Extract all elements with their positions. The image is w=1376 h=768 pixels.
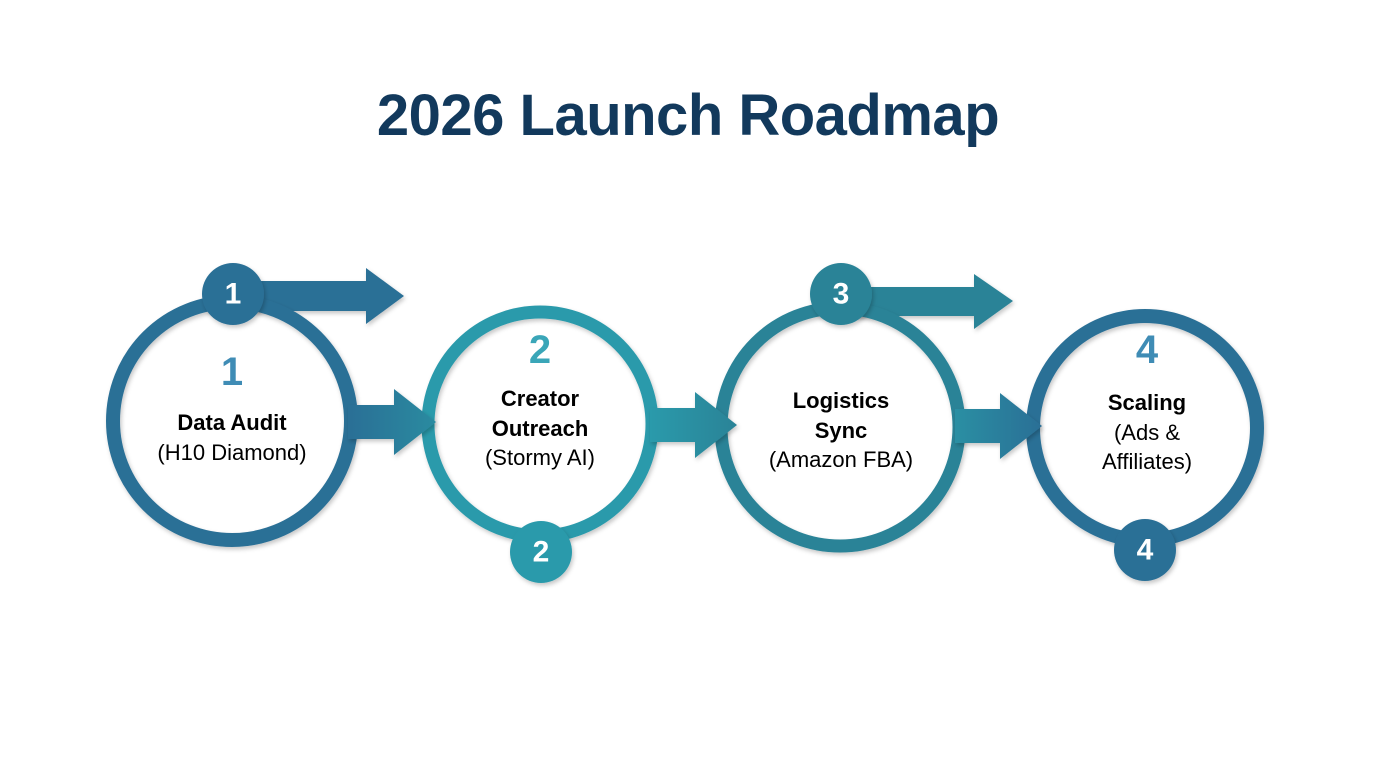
step-badge-3-label: 3 [833,278,850,311]
step-badge-4-label: 4 [1137,534,1154,567]
connector-arrow-3-to-4 [955,393,1042,459]
step-badge-2[interactable]: 2 [510,521,572,583]
step-badge-1-label: 1 [225,278,242,311]
step-badge-2-label: 2 [533,536,550,569]
step-badge-1[interactable]: 1 [202,263,264,325]
connector-arrow-2-to-3 [650,392,737,458]
step-badge-3[interactable]: 3 [810,263,872,325]
step-badge-4[interactable]: 4 [1114,519,1176,581]
step-circle-3[interactable] [714,301,966,553]
step-circle-1[interactable] [106,295,358,547]
step-circle-2[interactable] [421,305,659,543]
step-circle-4[interactable] [1026,309,1264,547]
connector-arrow-1-to-2 [348,389,436,455]
page-title: 2026 Launch Roadmap [376,83,1000,148]
